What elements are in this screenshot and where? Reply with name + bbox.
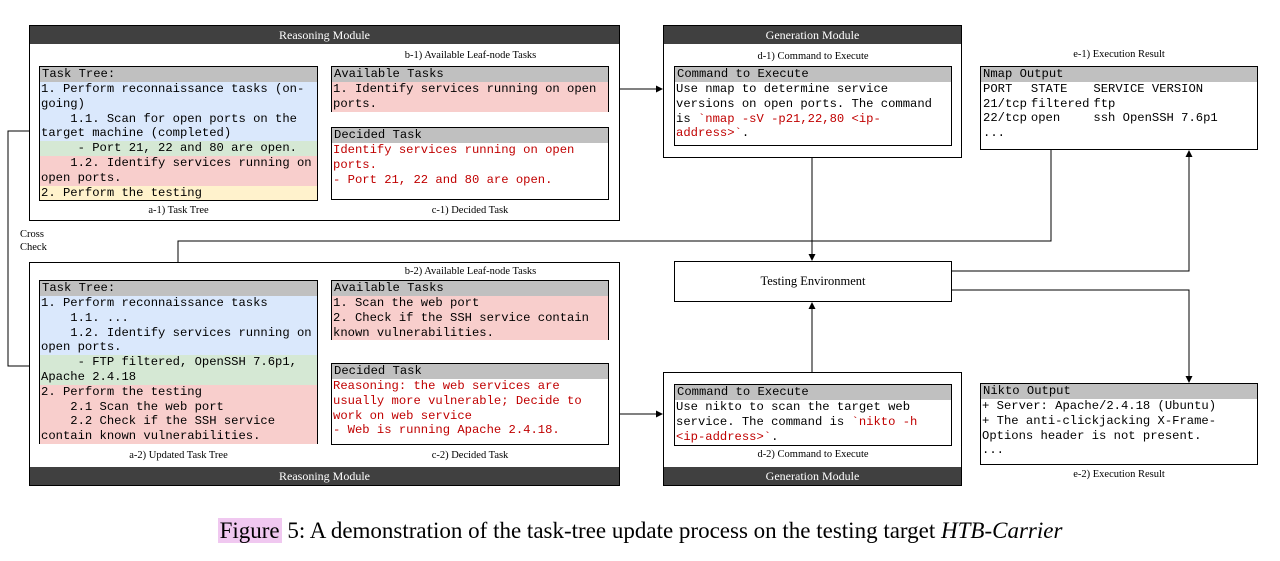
available-tasks-header: Available Tasks [332, 281, 608, 296]
command-caption-bottom: d-2) Command to Execute [757, 449, 869, 460]
result-caption-bottom: e-2) Execution Result [1073, 469, 1165, 480]
task-tree-item: 2.1 Scan the web port [40, 399, 317, 415]
available-tasks-label-top: b-1) Available Leaf-node Tasks [404, 50, 537, 61]
task-tree-item: - Port 21, 22 and 80 are open. [40, 141, 317, 156]
nmap-output-row: ... [981, 126, 1220, 141]
module-title: Generation Module [664, 26, 961, 44]
available-tasks-header: Available Tasks [332, 67, 608, 82]
task-tree-lines: 1. Perform reconnaissance tasks 1.1. ...… [40, 296, 317, 444]
task-tree-header: Task Tree: [40, 281, 317, 296]
nmap-output-cell: SERVICE VERSION [1093, 82, 1204, 96]
command-box-top: Command to Execute Use nmap to determine… [674, 66, 952, 146]
nikto-output-box: Nikto Output + Server: Apache/2.4.18 (Ub… [980, 383, 1258, 465]
result-label-top: e-1) Execution Result [1073, 49, 1165, 60]
task-tree-item: 1.2. Identify services running on open p… [40, 155, 319, 186]
decided-task-line: - Port 21, 22 and 80 are open. [333, 172, 553, 187]
nikto-output-line: ... [982, 443, 1004, 458]
task-tree-item: 1.2. Identify services running on open p… [40, 325, 319, 356]
task-tree-box-top: Task Tree: 1. Perform reconnaissance tas… [39, 66, 318, 201]
cross-check-line-1: Cross [20, 229, 44, 240]
figure-caption: Figure 5: A demonstration of the task-tr… [0, 518, 1280, 544]
task-tree-lines: 1. Perform reconnaissance tasks (on-goin… [40, 82, 319, 201]
nikto-output-line: + Server: Apache/2.4.18 (Ubuntu) [982, 399, 1217, 413]
nikto-output-lines: + Server: Apache/2.4.18 (Ubuntu)+ The an… [981, 399, 1257, 458]
task-tree-item: 2. Perform the testing [40, 185, 317, 201]
decided-task-box-bottom: Decided Task Reasoning: the web services… [331, 363, 609, 445]
nmap-output-cell: PORT [983, 82, 1013, 96]
command-code: `nmap -sV -p21,22,80 <ip-address>` [676, 111, 881, 141]
task-tree-box-bottom: Task Tree: 1. Perform reconnaissance tas… [39, 280, 318, 444]
task-tree-item: 2.2 Check if the SSH service contain kno… [40, 414, 317, 444]
command-code: `nikto -h <ip-address>` [676, 414, 925, 444]
decided-task-line: - Web is running Apache 2.4.18. [333, 423, 560, 438]
task-tree-header: Task Tree: [40, 67, 317, 82]
nikto-output-line: + The anti-clickjacking X-Frame-Options … [982, 413, 1217, 443]
task-tree-item: 1. Perform reconnaissance tasks [40, 296, 317, 311]
nmap-output-cell: 21/tcp [983, 96, 1027, 111]
decided-task-line: Reasoning: the web services are usually … [333, 379, 589, 423]
module-title: Reasoning Module [30, 467, 619, 485]
figure-label: Figure [217, 518, 282, 543]
decided-task-lines: Reasoning: the web services are usually … [332, 379, 608, 438]
nmap-output-cell: ftp [1093, 96, 1116, 111]
available-task-item: 2. Check if the SSH service contain know… [332, 310, 608, 341]
nmap-output-cell: 22/tcp [983, 111, 1027, 126]
testing-environment: Testing Environment [674, 261, 952, 302]
nikto-output-header: Nikto Output [981, 384, 1257, 399]
module-title: Reasoning Module [30, 26, 619, 44]
command-box-bottom: Command to Execute Use nikto to scan the… [674, 384, 952, 446]
decided-task-box-top: Decided Task Identify services running o… [331, 127, 609, 200]
decided-task-header: Decided Task [332, 128, 608, 143]
nmap-output-header: Nmap Output [981, 67, 1257, 82]
decided-task-caption-bottom: c-2) Decided Task [431, 450, 509, 461]
decided-task-header: Decided Task [332, 364, 608, 379]
command-header: Command to Execute [675, 67, 951, 82]
cross-check-line-2: Check [20, 242, 47, 253]
task-tree-item: - FTP filtered, OpenSSH 7.6p1, Apache 2.… [40, 355, 317, 385]
figure-number: 5 [281, 518, 299, 543]
command-label-top: d-1) Command to Execute [757, 51, 869, 62]
nmap-output-cell: ssh OpenSSH 7.6p1 [1093, 111, 1218, 126]
nmap-output-cell: ... [983, 125, 1005, 140]
command-header: Command to Execute [675, 385, 951, 400]
available-task-item: 1. Scan the web port [332, 296, 608, 311]
available-task-item: 1. Identify services running on open por… [332, 82, 608, 112]
cross-check-label: Cross Check [20, 228, 47, 254]
command-text: Use nmap to determine service versions o… [676, 82, 940, 141]
nmap-output-cell: open [1030, 111, 1061, 126]
decided-task-caption-top: c-1) Decided Task [431, 205, 509, 216]
figure-target: HTB-Carrier [941, 518, 1063, 543]
task-tree-caption-top: a-1) Task Tree [148, 205, 209, 216]
nmap-output-cell: filtered [1030, 96, 1090, 111]
decided-task-line: Identify services running on open ports. [333, 143, 582, 172]
module-title: Generation Module [664, 467, 961, 485]
task-tree-item: 1.1. Scan for open ports on the target m… [40, 111, 317, 142]
task-tree-caption-bottom: a-2) Updated Task Tree [129, 450, 228, 461]
available-tasks-lines: 1. Identify services running on open por… [332, 82, 608, 112]
task-tree-item: 2. Perform the testing [40, 384, 317, 400]
decided-task-lines: Identify services running on open ports.… [332, 143, 608, 187]
nmap-output-cell [1091, 126, 1219, 141]
available-tasks-label-bottom: b-2) Available Leaf-node Tasks [404, 266, 537, 277]
figure-caption-text: : A demonstration of the task-tree updat… [298, 518, 942, 543]
task-tree-item: 1. Perform reconnaissance tasks (on-goin… [40, 82, 317, 112]
task-tree-item: 1.1. ... [40, 310, 317, 326]
command-text: Use nikto to scan the target web service… [676, 400, 925, 444]
nmap-output-cell [1029, 126, 1092, 141]
available-tasks-box-top: Available Tasks 1. Identify services run… [331, 66, 609, 112]
nmap-output-row: PORT STATE SERVICE VERSION [981, 82, 1220, 97]
nmap-output-cell: STATE [1030, 82, 1068, 96]
